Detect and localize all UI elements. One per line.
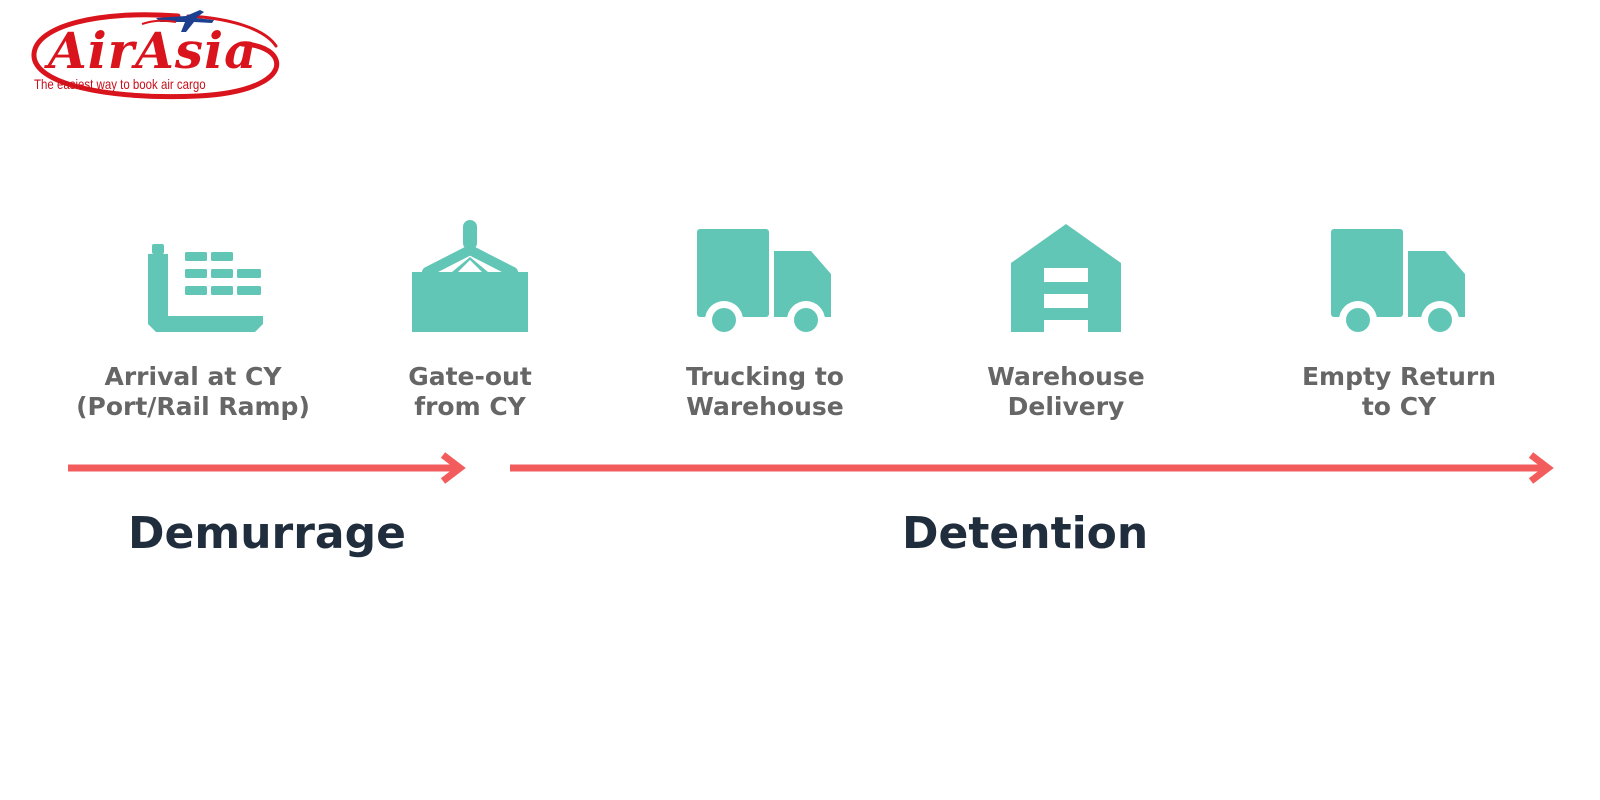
container-ship-icon bbox=[148, 244, 263, 332]
step-warehouse-delivery: Warehouse Delivery bbox=[926, 220, 1206, 422]
step-trucking-to-warehouse: Trucking to Warehouse bbox=[625, 220, 905, 422]
demurrage-arrow bbox=[68, 452, 466, 484]
logo-swoosh-graphic bbox=[31, 10, 280, 100]
step-label: Empty Return to CY bbox=[1301, 362, 1497, 421]
step-label: Arrival at CY (Port/Rail Ramp) bbox=[76, 362, 310, 421]
warehouse-icon bbox=[1011, 224, 1121, 332]
airplane-icon bbox=[141, 10, 214, 32]
truck-icon bbox=[1331, 229, 1465, 339]
step-label: Trucking to Warehouse bbox=[686, 362, 844, 421]
phase-label-detention: Detention bbox=[902, 508, 1149, 559]
logo-tagline: The easiest way to book air cargo bbox=[34, 76, 206, 92]
step-empty-return-to-cy: Empty Return to CY bbox=[1259, 220, 1539, 422]
step-gate-out-from-cy: Gate-out from CY bbox=[330, 220, 610, 422]
timeline-arrows bbox=[68, 452, 1554, 484]
step-label: Warehouse Delivery bbox=[987, 362, 1145, 421]
truck-icon bbox=[697, 229, 831, 339]
airasia-logo: AirAsia The easiest way to book air carg… bbox=[28, 4, 288, 104]
logo-wordmark: AirAsia bbox=[48, 21, 258, 80]
step-label: Gate-out from CY bbox=[408, 362, 532, 421]
phase-label-demurrage: Demurrage bbox=[128, 508, 406, 559]
lifted-container-icon bbox=[412, 220, 528, 332]
detention-arrow bbox=[510, 452, 1554, 484]
step-arrival-at-cy: Arrival at CY (Port/Rail Ramp) bbox=[53, 220, 333, 422]
